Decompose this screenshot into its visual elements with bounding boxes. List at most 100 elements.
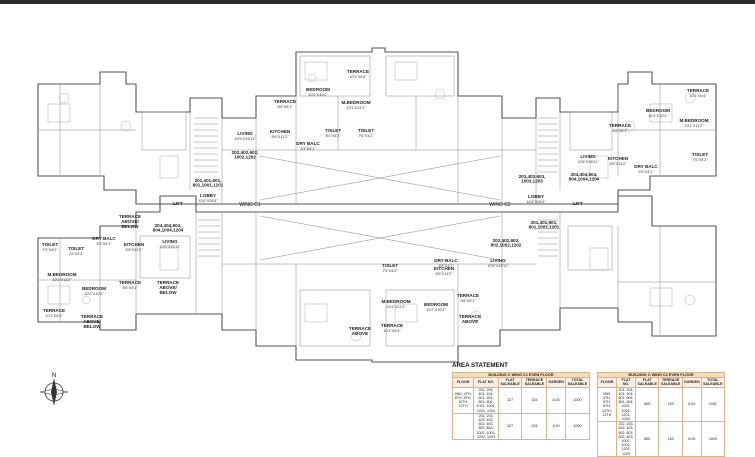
room-label-bedroom-l: BEDROOM [82, 286, 106, 291]
room-dimension-flats-c2c: 802,1002,1202 [491, 243, 522, 248]
room-label-kitchen-c1: KITCHEN [270, 129, 291, 134]
room-label-drybalc-c1: DRY BALC [296, 141, 320, 146]
furniture [47, 61, 696, 342]
area-table-cell: 201, 204, 401, 404, 601, 604, 801, 804, … [473, 386, 499, 414]
room-label-terrace-above-l: TERRACE [119, 214, 141, 219]
area-table-cell: 8.00 [546, 386, 566, 414]
room-label-toilet-c2: TOILET [382, 263, 398, 268]
area-table-cell: 327 [497, 386, 523, 414]
room-dimension-flats-c2b: 801,1001,1201 [529, 225, 560, 230]
room-label-lift-c1: LIFT [173, 201, 183, 206]
area-table-header: GARDEN [546, 377, 566, 388]
room-label-terrace-above-l3: ABOVE/ [83, 319, 101, 324]
room-label-drybalc-right: DRY BALC [634, 164, 658, 169]
room-dimension-terrace-c2b: 10'1"X6'4" [383, 329, 401, 333]
area-table-cell: 2ND, 4TH, 6TH, 8TH, 10TH, 12TH [597, 386, 617, 423]
area-table-cell: 2ND, 4TH, 6TH, 8TH, 10TH, 12TH [451, 386, 475, 414]
room-label-terrace-above-c2b: ABOVE [352, 331, 368, 336]
room-dimension-terrace-mid-c1: 8'6"X5'1" [277, 105, 293, 109]
room-label-terrace-above-l2: ABOVE/ [159, 285, 177, 290]
room-label-mbedroom-top-c1: M.BEDROOM [341, 100, 370, 105]
room-dimension-flats-l: 804,1004,1204 [153, 228, 184, 233]
staircase [194, 117, 558, 257]
room-label-terrace-right2: TERRACE [609, 123, 631, 128]
room-dimension-mbedroom-top-c1: 10'1"X11'2" [346, 106, 366, 110]
room-dimension-flats-right: 204,404,604, [571, 172, 598, 177]
wing-c2-label: WING C2 [489, 202, 511, 208]
room-dimension-terrace-c2: 8'6"X5'1" [460, 299, 476, 303]
area-table-cell: 202, 203, 402, 403, 602, 603, 802, 803, … [473, 412, 499, 441]
compass-north-label: N [52, 373, 56, 379]
room-dimension-terrace-right: 10'1"X6'4" [689, 94, 707, 98]
room-label-bedroom-right: BEDROOM [646, 108, 670, 113]
room-label-living-l: LIVING [162, 239, 178, 244]
room-label-lift-c2: LIFT [573, 201, 583, 206]
room-dimension-toilet-c1b: 7'6"X4'2" [358, 134, 374, 138]
area-table-cell: 201, 204, 401, 404, 601, 604, 801, 804, … [615, 386, 637, 423]
room-dimension-kitchen-c1: 8'6"X11'2" [272, 135, 290, 139]
area-table-cell [597, 421, 617, 457]
area-table-cell: 8.00 [682, 421, 702, 457]
area-table-header: FLOOR [451, 377, 475, 388]
room-dimension-mbedroom-l: 10'1"X11'2" [52, 278, 72, 282]
room-dimension-flats-l: 204,404,604, [155, 223, 182, 228]
room-label-toilet-right: TOILET [692, 152, 708, 157]
area-table-header: FLAT SALEABLE [635, 377, 660, 388]
room-dimension-flats-c1b: 801,1001,1201 [193, 183, 224, 188]
room-dimension-flats-c2: 203,403,603, [519, 174, 546, 179]
area-table-cell: 1000 [700, 421, 726, 457]
room-dimension-drybalc-l: 5'3"X4'1" [96, 242, 112, 246]
room-label-mbedroom-right: M.BEDROOM [679, 118, 708, 123]
area-statement-title: AREA STATEMENT [452, 362, 508, 369]
room-dimension-toilet-l1: 7'6"X4'2" [42, 248, 58, 252]
room-label-drybalc-l: DRY BALC [92, 236, 116, 241]
room-dimension-living-c2: 10'6"X15'11" [487, 264, 509, 268]
room-label-kitchen-right: KITCHEN [608, 156, 629, 161]
room-label-terrace-l3: TERRACE [43, 308, 65, 313]
area-table-header: FLOOR [597, 377, 617, 388]
room-dimension-flats-c2: 1003,1203 [521, 179, 543, 184]
room-dimension-mbedroom-c2: 10'1"X11'2" [386, 305, 406, 309]
area-table-cell: 1000 [564, 386, 591, 414]
area-table-header: TOTAL SALEABLE [564, 377, 591, 388]
room-label-bedroom-top-c1: BEDROOM [306, 87, 330, 92]
room-dimension-flats-c1: 202,402,602, [232, 150, 259, 155]
room-dimension-drybalc-right: 5'3"X4'1" [638, 170, 654, 174]
room-dimension-lobby-c2: 12'6"X28'4" [526, 200, 546, 204]
area-table-row: 202, 203, 402, 403, 602, 603, 802, 803, … [451, 412, 591, 441]
area-table-header: TOTAL SALEABLE [700, 377, 726, 388]
room-label-lobby-c2: LOBBY [528, 194, 544, 199]
room-dimension-bedroom-right: 10'2"X10'2" [648, 114, 668, 118]
area-table-cell: 153 [521, 412, 548, 441]
top-border [0, 0, 755, 4]
area-table-header: FLAT NO. [615, 377, 637, 388]
area-table-cell: 1000 [700, 386, 726, 423]
area-table-cell: 153 [658, 386, 684, 423]
room-label-terrace-above-l: BELOW [121, 224, 139, 229]
room-label-kitchen-l: KITCHEN [124, 242, 145, 247]
wing-c1-label: WING C1 [239, 202, 261, 208]
area-table-cell: 1000 [564, 412, 591, 441]
building-outline-c2 [37, 195, 717, 363]
area-table-cell: 202, 203, 402, 403, 602, 603, 802, 803, … [615, 421, 637, 457]
room-label-terrace-above-l2: TERRACE [157, 280, 179, 285]
room-label-kitchen-c2: KITCHEN [434, 266, 455, 271]
room-label-terrace-top-c1: TERRACE [347, 69, 369, 74]
building-outline-c1 [37, 47, 717, 205]
area-table-cell [451, 412, 475, 441]
room-label-terrace-above-l3: BELOW [83, 324, 101, 329]
area-table-cell: 8.00 [682, 386, 702, 423]
compass-icon: N [39, 373, 69, 406]
room-dimension-toilet-l2: 7'6"X4'2" [68, 252, 84, 256]
room-dimension-kitchen-c2: 8'6"X11'2" [436, 272, 454, 276]
room-label-toilet-c1a: TOILET [325, 128, 341, 133]
room-dimension-kitchen-right: 8'6"X11'2" [610, 162, 628, 166]
room-label-bedroom-c2: BEDROOM [424, 302, 448, 307]
room-label-toilet-l1: TOILET [42, 242, 58, 247]
room-label-living-c1: LIVING [237, 131, 253, 136]
area-table-header: GARDEN [682, 377, 702, 388]
room-dimension-toilet-c1a: 8'0"X4'2" [325, 134, 341, 138]
area-table-cell: 8.00 [546, 412, 566, 441]
room-label-terrace-c2b: TERRACE [381, 323, 403, 328]
